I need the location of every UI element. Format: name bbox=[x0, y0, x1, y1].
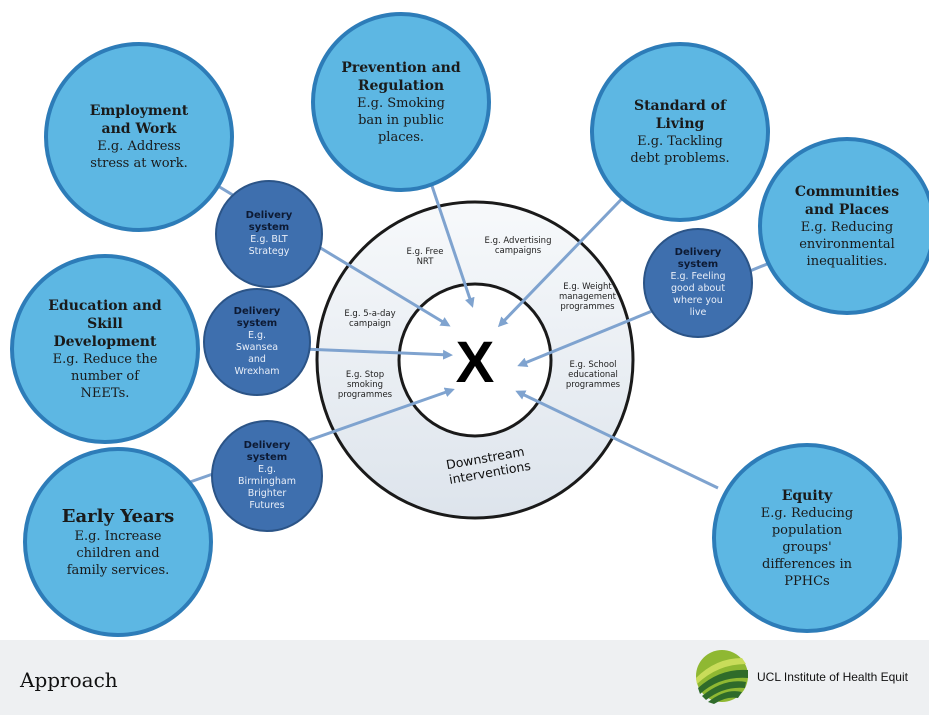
bubble-communities-and-places: Communities and Places E.g. Reducing env… bbox=[758, 137, 929, 315]
bubble-desc: E.g. Tackling debt problems. bbox=[630, 134, 730, 166]
bubble-desc: E.g. Reduce the number of NEETs. bbox=[52, 351, 158, 401]
ring-item-free-nrt: E.g. Free NRT bbox=[406, 247, 444, 267]
ring-item-advertising: E.g. Advertising campaigns bbox=[484, 236, 552, 256]
delivery-title: Delivery system bbox=[243, 440, 291, 463]
delivery-system-swansea-wrexham: Delivery system E.g. Swansea and Wrexham bbox=[203, 288, 311, 396]
bubble-title: Early Years bbox=[61, 505, 175, 527]
logo-text: UCL Institute of Health Equit bbox=[757, 670, 908, 684]
bubble-title: Communities and Places bbox=[794, 183, 900, 218]
arrow-equity bbox=[515, 390, 719, 490]
footer-bar: Approach UCL Institute of Health Equit bbox=[0, 640, 929, 715]
delivery-title: Delivery system bbox=[245, 210, 293, 233]
bubble-desc: E.g. Reducing environmental inequalities… bbox=[799, 219, 895, 269]
inner-ring bbox=[397, 282, 553, 438]
ring-item-weight-management: E.g. Weight management programmes bbox=[559, 282, 616, 312]
bubble-equity: Equity E.g. Reducing population groups' … bbox=[712, 443, 902, 633]
delivery-system-blt-strategy: Delivery system E.g. BLT Strategy bbox=[215, 180, 323, 288]
bubble-title: Education and Skill Development bbox=[48, 297, 162, 350]
bubble-desc: E.g. Increase children and family servic… bbox=[66, 528, 170, 578]
delivery-desc: E.g. Feeling good about where you live bbox=[670, 271, 726, 318]
delivery-desc: E.g. Birmingham Brighter Futures bbox=[238, 464, 296, 511]
center-x: X bbox=[456, 330, 495, 395]
bubble-title: Prevention and Regulation bbox=[341, 59, 461, 94]
bubble-desc: E.g. Address stress at work. bbox=[90, 139, 188, 171]
diagram: X Downstream interventions E.g. Free NRT… bbox=[10, 12, 929, 637]
delivery-desc: E.g. Swansea and Wrexham bbox=[234, 330, 280, 377]
bubble-early-years: Early Years E.g. Increase children and f… bbox=[23, 447, 213, 637]
arrow-prevention bbox=[428, 179, 475, 308]
bubble-employment-and-work: Employment and Work E.g. Address stress … bbox=[44, 42, 234, 232]
ring-item-school: E.g. School educational programmes bbox=[565, 360, 621, 390]
delivery-desc: E.g. BLT Strategy bbox=[248, 234, 290, 257]
bubble-prevention-and-regulation: Prevention and Regulation E.g. Smoking b… bbox=[311, 12, 491, 192]
ucl-ihe-logo-icon bbox=[696, 650, 748, 704]
bubble-title: Employment and Work bbox=[89, 103, 189, 137]
bubble-standard-of-living: Standard of Living E.g. Tackling debt pr… bbox=[590, 42, 770, 222]
delivery-system-feeling-good: Delivery system E.g. Feeling good about … bbox=[643, 228, 753, 338]
bubble-desc: E.g. Reducing population groups' differe… bbox=[760, 505, 854, 589]
delivery-title: Delivery system bbox=[233, 306, 281, 329]
footer-title: Approach bbox=[20, 668, 118, 692]
bubble-education-and-skill-development: Education and Skill Development E.g. Red… bbox=[10, 254, 200, 444]
bubble-desc: E.g. Smoking ban in public places. bbox=[357, 95, 445, 145]
bubble-title: Equity bbox=[781, 487, 833, 504]
delivery-title: Delivery system bbox=[674, 247, 722, 270]
ring-item-stop-smoking: E.g. Stop smoking programmes bbox=[337, 370, 393, 400]
delivery-system-birmingham: Delivery system E.g. Birmingham Brighter… bbox=[211, 420, 323, 532]
ring-item-5-a-day: E.g. 5-a-day campaign bbox=[344, 309, 396, 329]
arrow-standard bbox=[497, 178, 642, 328]
bubble-title: Standard of Living bbox=[633, 98, 727, 132]
